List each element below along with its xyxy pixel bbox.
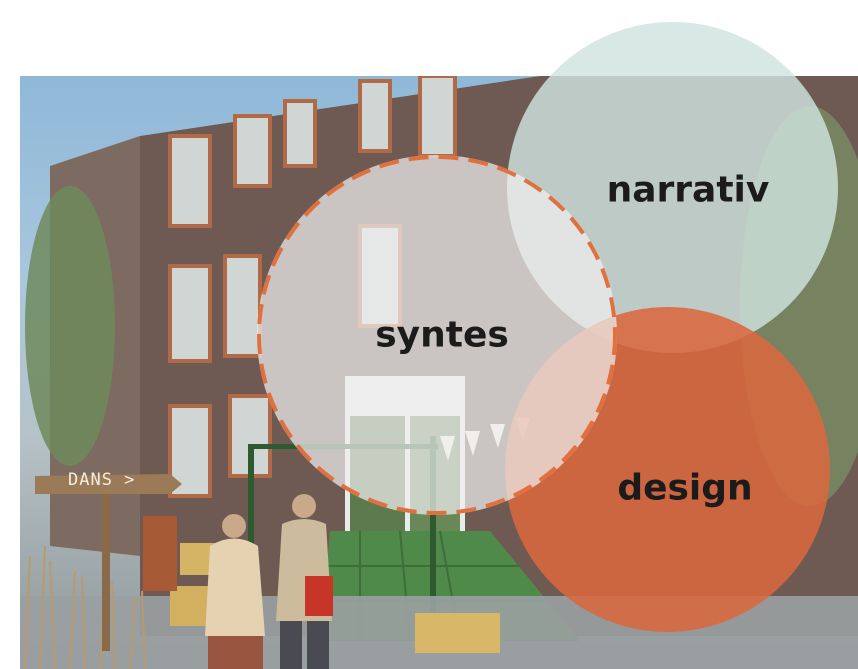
venn-label-syntes: syntes <box>375 314 509 356</box>
hay-bale-right <box>415 613 500 653</box>
tall-grass <box>24 545 146 669</box>
pergola-post-left <box>248 446 254 626</box>
pergola-post-right <box>430 436 436 626</box>
venn-label-design: design <box>617 467 753 509</box>
signpost-pole <box>102 471 110 651</box>
elderly-couple <box>205 494 333 669</box>
planter-box <box>143 516 177 591</box>
venn-label-narrativ: narrativ <box>606 169 770 211</box>
signpost-board <box>35 474 182 494</box>
signpost-label: DANS > <box>68 470 136 490</box>
tree-left <box>25 186 115 466</box>
